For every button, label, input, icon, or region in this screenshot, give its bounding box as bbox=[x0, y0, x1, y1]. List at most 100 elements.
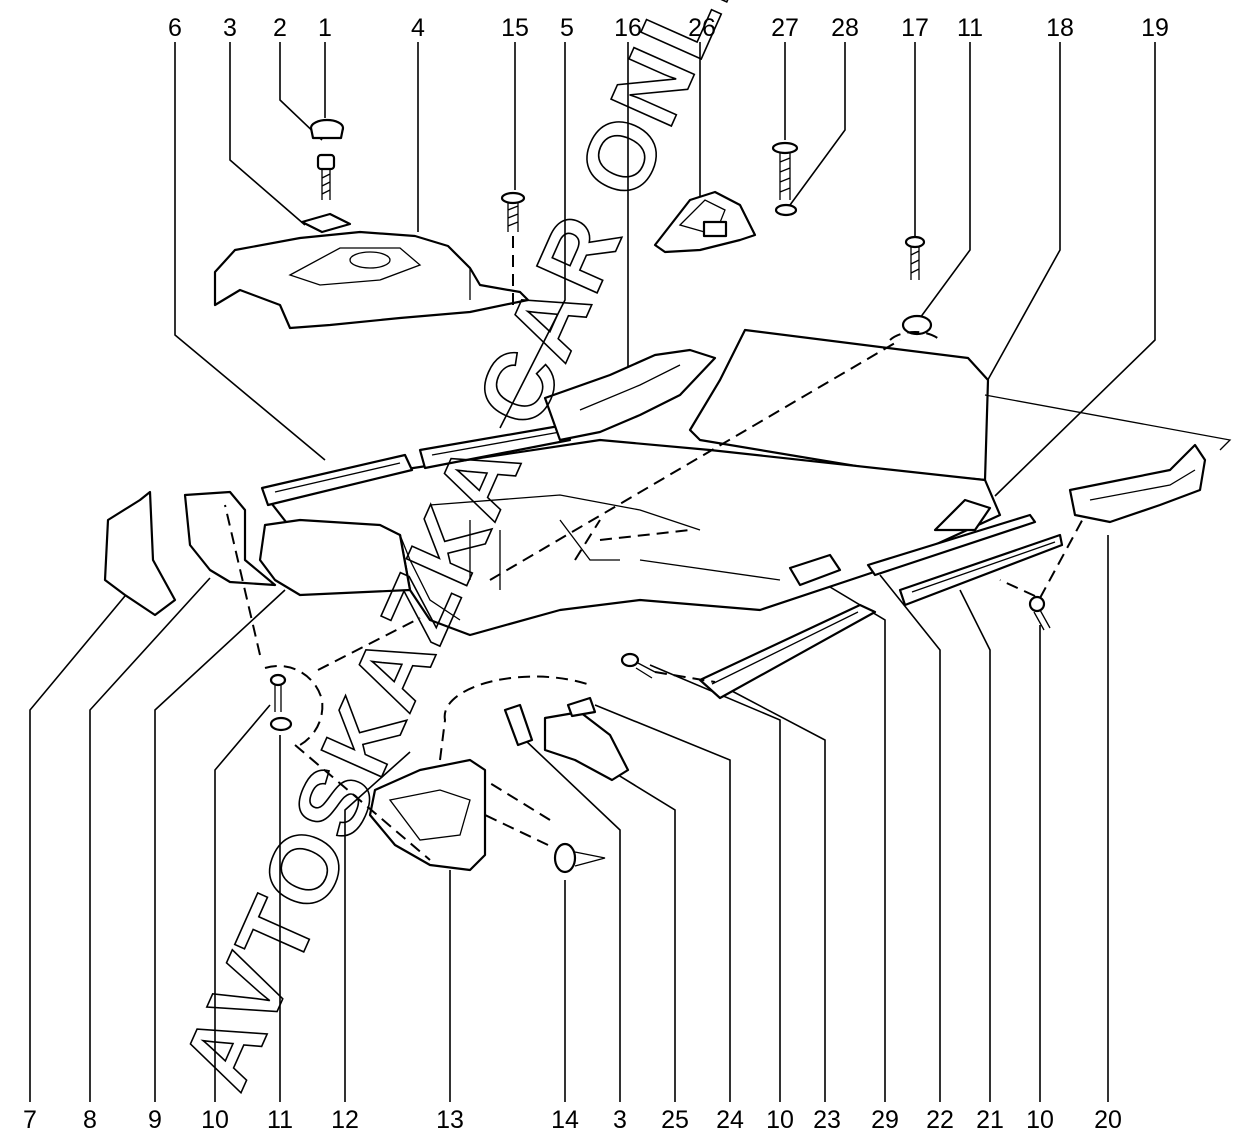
leader-28 bbox=[789, 42, 846, 206]
dash-11 bbox=[889, 331, 941, 341]
dash-10-to-21 bbox=[999, 579, 1036, 597]
callout-17: 17 bbox=[901, 14, 929, 42]
part-sill-23 bbox=[698, 603, 877, 700]
dash-left-to-floor bbox=[317, 617, 421, 671]
callout-10-b: 10 bbox=[766, 1106, 794, 1134]
callout-13: 13 bbox=[436, 1106, 464, 1134]
parts bbox=[103, 118, 1232, 874]
callout-16: 16 bbox=[614, 14, 642, 42]
leader-8 bbox=[89, 577, 211, 1102]
part-bracket-25 bbox=[543, 710, 630, 782]
callout-24: 24 bbox=[716, 1106, 744, 1134]
leader-9 bbox=[154, 589, 286, 1102]
leader-10-b bbox=[649, 664, 781, 1102]
dash-left-to-13 bbox=[294, 744, 431, 861]
callout-26: 26 bbox=[688, 14, 716, 42]
part-screw-17 bbox=[904, 235, 926, 280]
part-clip-3-top bbox=[300, 212, 352, 234]
part-side-trim-16 bbox=[543, 348, 717, 442]
callout-20: 20 bbox=[1094, 1106, 1122, 1134]
dash-center-b bbox=[574, 519, 601, 561]
callout-27: 27 bbox=[771, 14, 799, 42]
callout-25: 25 bbox=[661, 1106, 689, 1134]
part-strip-22 bbox=[866, 513, 1037, 577]
callout-15: 15 bbox=[501, 14, 529, 42]
dash-to-8 bbox=[224, 504, 261, 656]
dash-13-up bbox=[439, 675, 591, 761]
callout-4: 4 bbox=[411, 14, 425, 42]
part-bracket-7 bbox=[103, 490, 177, 617]
callout-12: 12 bbox=[331, 1106, 359, 1134]
part-clip-3-bottom bbox=[503, 703, 534, 747]
callout-22: 22 bbox=[926, 1106, 954, 1134]
part-sill-strip-6 bbox=[260, 453, 414, 507]
leader-22 bbox=[879, 574, 941, 1102]
callout-11-top: 11 bbox=[957, 14, 983, 42]
callout-14: 14 bbox=[551, 1106, 579, 1134]
part-rear-panel-18 bbox=[688, 328, 1232, 482]
callout-5: 5 bbox=[560, 14, 574, 42]
callout-3-top: 3 bbox=[223, 14, 237, 42]
part-clip-11-bottom bbox=[269, 716, 293, 732]
part-tunnel-cover-4 bbox=[213, 230, 530, 330]
callout-7: 7 bbox=[23, 1106, 37, 1134]
callout-2: 2 bbox=[273, 14, 287, 42]
part-sill-strip-5 bbox=[418, 423, 572, 470]
leader-23 bbox=[729, 689, 826, 1102]
leader-3-top bbox=[229, 42, 306, 226]
dash-center bbox=[599, 529, 691, 541]
callout-29: 29 bbox=[871, 1106, 899, 1134]
dash-14-a bbox=[484, 779, 551, 821]
leader-11-top bbox=[919, 42, 971, 319]
part-screw-10-middle bbox=[620, 652, 656, 679]
callout-11-bottom: 11 bbox=[267, 1106, 293, 1134]
callout-10-c: 10 bbox=[1026, 1106, 1054, 1134]
leader-lines bbox=[29, 42, 1156, 1102]
dash-left-circle bbox=[264, 665, 324, 746]
part-screw-15 bbox=[500, 191, 526, 232]
part-screw-27 bbox=[771, 141, 799, 217]
callout-1: 1 bbox=[318, 14, 332, 42]
part-screw-10-left bbox=[269, 673, 287, 712]
callout-21: 21 bbox=[976, 1106, 1004, 1134]
leader-12 bbox=[344, 751, 411, 1102]
part-tab-19 bbox=[933, 498, 992, 532]
leader-6 bbox=[174, 42, 326, 461]
part-screw-24 bbox=[566, 696, 597, 718]
callout-23: 23 bbox=[813, 1106, 841, 1134]
leader-21 bbox=[959, 589, 991, 1102]
callout-9: 9 bbox=[148, 1106, 162, 1134]
part-screw-10-right bbox=[1028, 595, 1051, 631]
part-screw-14 bbox=[553, 842, 606, 874]
leader-3-bottom bbox=[524, 739, 621, 1102]
part-trim-9 bbox=[258, 518, 412, 597]
dash-floor-to-11 bbox=[489, 339, 901, 581]
part-sill-21 bbox=[898, 533, 1064, 607]
callout-28: 28 bbox=[831, 14, 859, 42]
leader-2 bbox=[279, 42, 323, 141]
callout-6: 6 bbox=[168, 14, 182, 42]
leader-25 bbox=[609, 769, 676, 1102]
leader-29 bbox=[809, 574, 886, 1102]
part-trim-13 bbox=[368, 758, 487, 872]
callout-10-a: 10 bbox=[201, 1106, 229, 1134]
leader-19 bbox=[994, 42, 1156, 497]
part-pad-29 bbox=[788, 553, 842, 587]
callouts-top: 6 3 2 1 4 15 5 16 26 27 28 17 11 18 19 bbox=[168, 14, 1169, 42]
part-screw-2 bbox=[316, 153, 336, 200]
callout-19: 19 bbox=[1141, 14, 1169, 42]
leader-10-a bbox=[214, 704, 271, 1102]
callout-18: 18 bbox=[1046, 14, 1074, 42]
part-cover-26 bbox=[653, 190, 757, 254]
dash-14-b bbox=[484, 814, 549, 846]
callouts-bottom: 7 8 9 10 11 12 13 14 3 25 24 10 23 29 22… bbox=[23, 1106, 1122, 1134]
leader-24 bbox=[594, 704, 731, 1102]
leader-18 bbox=[984, 42, 1061, 386]
part-plug-1 bbox=[309, 118, 345, 140]
part-rear-trim-20 bbox=[1068, 443, 1207, 524]
part-clip-11-top bbox=[901, 314, 933, 336]
leader-7 bbox=[29, 589, 131, 1102]
part-panel-8 bbox=[183, 490, 277, 587]
dash-10-to-20 bbox=[1039, 514, 1086, 599]
